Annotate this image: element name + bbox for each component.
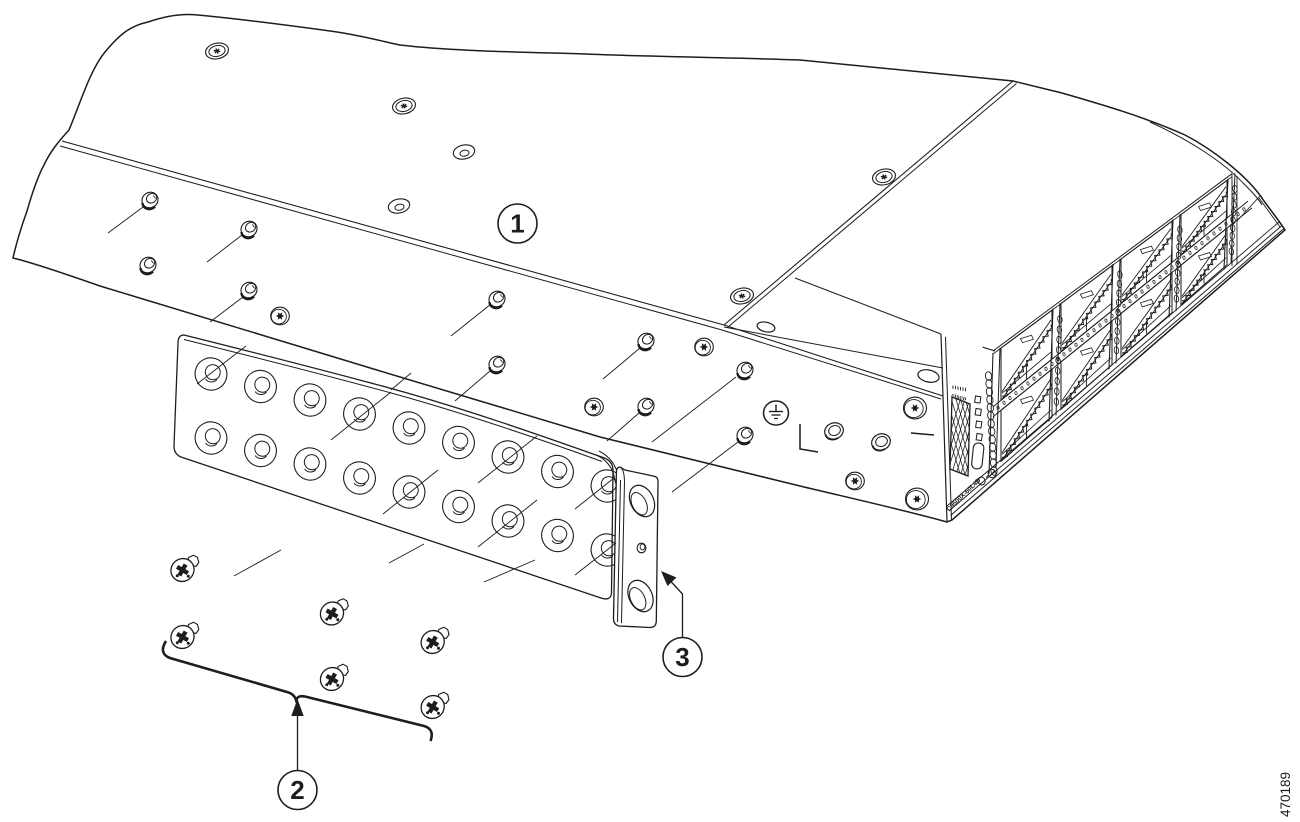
svg-text:2: 2 bbox=[290, 775, 304, 805]
svg-text:1: 1 bbox=[510, 209, 524, 239]
svg-text:470189: 470189 bbox=[1278, 772, 1293, 817]
svg-text:3: 3 bbox=[675, 642, 689, 672]
svg-text:cisco: cisco bbox=[951, 393, 968, 403]
